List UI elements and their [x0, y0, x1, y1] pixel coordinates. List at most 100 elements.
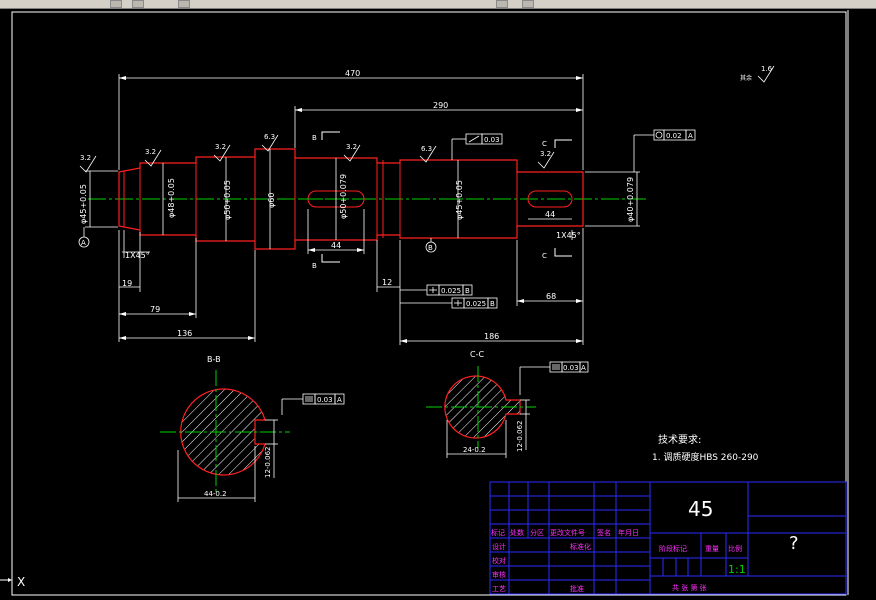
tb-std: 标准化 — [570, 542, 591, 551]
toolbar-button-4[interactable] — [496, 0, 508, 8]
dim-chamfer-left: 1X45° — [125, 251, 150, 260]
surface-roughness-symbols — [79, 65, 775, 173]
roughness-general-label: 其余 — [740, 74, 752, 82]
roughness-value-6: 6.3 — [421, 145, 432, 153]
tb-role-check: 校对 — [492, 556, 506, 565]
tb-header-3: 分区 — [530, 528, 544, 537]
cut-c-bottom: C — [542, 252, 547, 260]
tech-requirement-1: 1. 调质硬度HBS 260-290 — [652, 451, 759, 463]
tb-header-1: 标记 — [491, 528, 505, 537]
roughness-value-1: 3.2 — [80, 154, 91, 162]
tol-sym-bb-datum: A — [337, 396, 342, 404]
roughness-value-5: 3.2 — [346, 143, 357, 151]
dim-keyway-44-left: 44 — [331, 241, 341, 250]
dim-290: 290 — [433, 101, 448, 110]
section-bb-depth: 12-0.062 — [264, 447, 272, 478]
tb-material: 45 — [688, 497, 713, 521]
toolbar-button-3[interactable] — [178, 0, 190, 8]
keyway-right — [527, 190, 573, 208]
tol-sym-cc: 0.03 — [563, 364, 579, 372]
dimension-texts: 470 290 19 79 136 12 68 186 44 44 1X45° … — [79, 69, 635, 341]
tb-ratio: 比例 — [728, 544, 742, 553]
tol-runout-right-datum: A — [688, 132, 693, 140]
datum-b-label: B — [428, 244, 433, 252]
tol-sym-bb: 0.03 — [317, 396, 333, 404]
dim-keyway-44-right: 44 — [545, 210, 555, 219]
roughness-value-3: 3.2 — [215, 143, 226, 151]
section-cut-labels: B B C C — [312, 134, 547, 270]
shaft-outline — [118, 148, 584, 250]
section-cc-width: 24-0.2 — [463, 446, 486, 454]
dim-dia-left-end: φ45+0.05 — [79, 184, 88, 224]
tb-scale: 1:1 — [728, 563, 746, 576]
tb-header-2: 处数 — [510, 528, 524, 537]
section-bb-title: B-B — [207, 355, 221, 364]
tb-drawing-name: ? — [789, 533, 799, 554]
roughness-values: 3.2 3.2 3.2 6.3 3.2 6.3 3.2 其余 1.6 — [80, 65, 773, 162]
dim-dia-bearing: φ45+0.05 — [455, 180, 464, 220]
dim-68: 68 — [546, 292, 556, 301]
ucs-x-label: X — [17, 575, 25, 589]
drawing-frame — [11, 11, 847, 596]
tol-perp-2-datum: B — [490, 300, 495, 308]
tol-perp-1: 0.025 — [441, 287, 461, 295]
dim-dia-collar: φ60 — [267, 193, 276, 208]
roughness-value-2: 3.2 — [145, 148, 156, 156]
roughness-value-7: 3.2 — [540, 150, 551, 158]
tb-header-5: 签名 — [597, 528, 611, 537]
tb-role-review: 审核 — [492, 570, 506, 579]
dim-470: 470 — [345, 69, 360, 78]
cut-b-top: B — [312, 134, 317, 142]
tb-sheet-info: 共 张 第 张 — [672, 583, 707, 592]
dim-19: 19 — [122, 279, 132, 288]
tolerance-values: 0.03 0.02 A 0.025 B 0.025 B 0.03 A 0.03 … — [317, 132, 693, 404]
dim-dia-step-2: φ50+0.05 — [223, 180, 232, 220]
section-cc-depth: 12-0.062 — [516, 421, 524, 452]
dimension-arrows — [119, 76, 583, 343]
title-block — [489, 481, 847, 595]
tb-header-4: 更改文件号 — [550, 528, 585, 537]
tb-approve: 批准 — [570, 584, 584, 593]
dim-dia-keyway: φ50+0.079 — [339, 174, 348, 219]
tech-requirements-heading: 技术要求: — [658, 433, 701, 446]
toolbar-button-5[interactable] — [522, 0, 534, 8]
section-cut-indicators — [321, 131, 572, 263]
tol-perp-1-datum: B — [465, 287, 470, 295]
section-cc-title: C-C — [470, 350, 484, 359]
ucs-icon: X — [0, 575, 25, 589]
application-toolbar — [0, 0, 876, 9]
cut-b-bottom: B — [312, 262, 317, 270]
toolbar-button-1[interactable] — [110, 0, 122, 8]
tb-role-design: 设计 — [492, 542, 506, 551]
tol-sym-cc-datum: A — [581, 364, 586, 372]
tol-perp-2: 0.025 — [466, 300, 486, 308]
dim-12: 12 — [382, 278, 392, 287]
toolbar-button-2[interactable] — [132, 0, 144, 8]
roughness-general-value: 1.6 — [761, 65, 773, 73]
tb-role-process: 工艺 — [492, 585, 506, 593]
dim-chamfer-right: 1X45° — [556, 231, 581, 240]
tol-runout-right: 0.02 — [666, 132, 682, 140]
tb-header-6: 年月日 — [618, 528, 639, 537]
dim-dia-right-end: φ40+0.079 — [626, 177, 635, 222]
shaft-main-view — [88, 148, 648, 250]
dim-dia-step-1: φ48+0.05 — [167, 178, 176, 218]
tb-weight: 重量 — [705, 545, 719, 553]
tol-runout-top: 0.03 — [484, 136, 500, 144]
title-block-texts: 标记 处数 分区 更改文件号 签名 年月日 设计 标准化 校对 审核 工艺 批准… — [491, 528, 742, 593]
dimension-lines — [85, 74, 640, 345]
dim-79: 79 — [150, 305, 160, 314]
datum-a-label: A — [81, 239, 86, 247]
datum-symbols — [78, 227, 437, 253]
cad-drawing-canvas[interactable]: 470 290 19 79 136 12 68 186 44 44 1X45° … — [0, 9, 876, 600]
tolerance-frames — [281, 129, 696, 415]
tb-stage-mark: 阶段标记 — [659, 544, 687, 553]
section-bb-width: 44-0.2 — [204, 490, 227, 498]
roughness-value-4: 6.3 — [264, 133, 275, 141]
dim-136: 136 — [177, 329, 192, 338]
dim-186: 186 — [484, 332, 499, 341]
section-bb: B-B 44-0.2 12-0.062 — [160, 355, 290, 502]
shaft-step-lines — [123, 157, 518, 241]
section-cc: C-C 24-0.2 12-0.062 — [426, 350, 536, 458]
cut-c-top: C — [542, 140, 547, 148]
